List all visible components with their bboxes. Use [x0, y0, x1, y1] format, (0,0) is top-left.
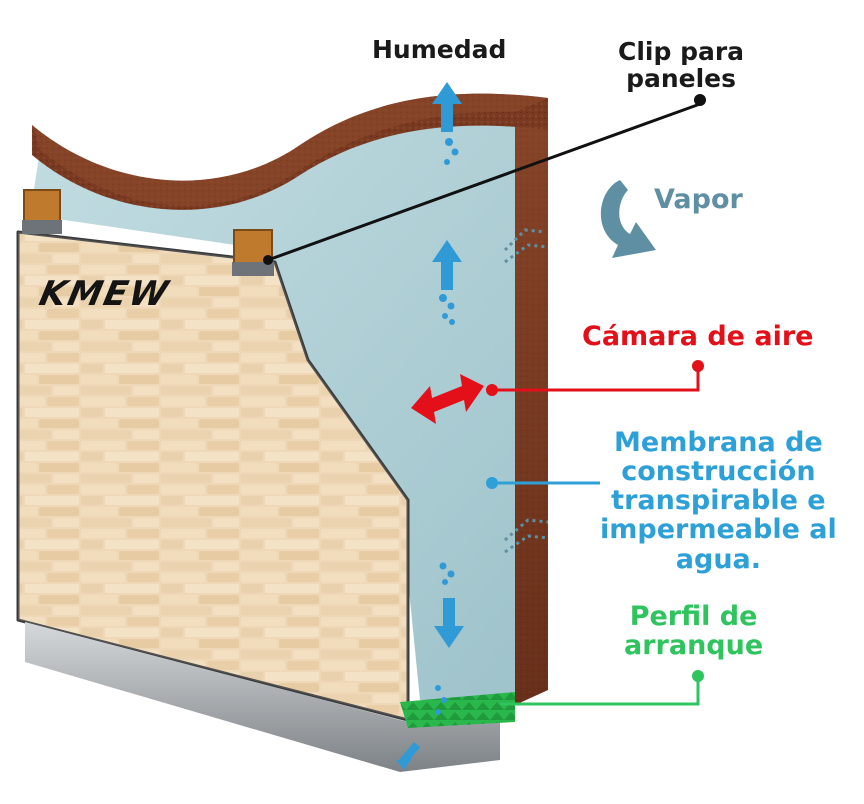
double-arrow-icon	[411, 374, 484, 424]
base-rail	[25, 622, 500, 772]
camara-label: Cámara de aire	[582, 321, 814, 352]
membrana-label: Membrana de construcción transpirable e …	[600, 427, 837, 575]
panel-clip-right	[232, 229, 274, 276]
brick-panel	[16, 230, 410, 722]
up-arrow-icon	[432, 82, 462, 132]
curved-vapor-arrow-icon	[600, 180, 656, 258]
down-arrow-icon	[396, 742, 421, 770]
humedad-label: Humedad	[372, 35, 507, 64]
vapor-dots	[503, 228, 549, 554]
membrane-wall	[30, 111, 515, 700]
vapor-label: Vapor	[654, 184, 743, 215]
brand-logo: KMEW	[35, 274, 174, 314]
panel-clip-left	[22, 189, 62, 234]
perfil-label: Perfil de arranque	[624, 601, 764, 662]
up-arrow-icon	[432, 240, 462, 290]
clip-label: Clip para paneles	[618, 37, 745, 93]
down-arrow-icon	[434, 598, 464, 648]
starter-profile	[400, 692, 515, 728]
water-drop-icon	[435, 138, 459, 715]
